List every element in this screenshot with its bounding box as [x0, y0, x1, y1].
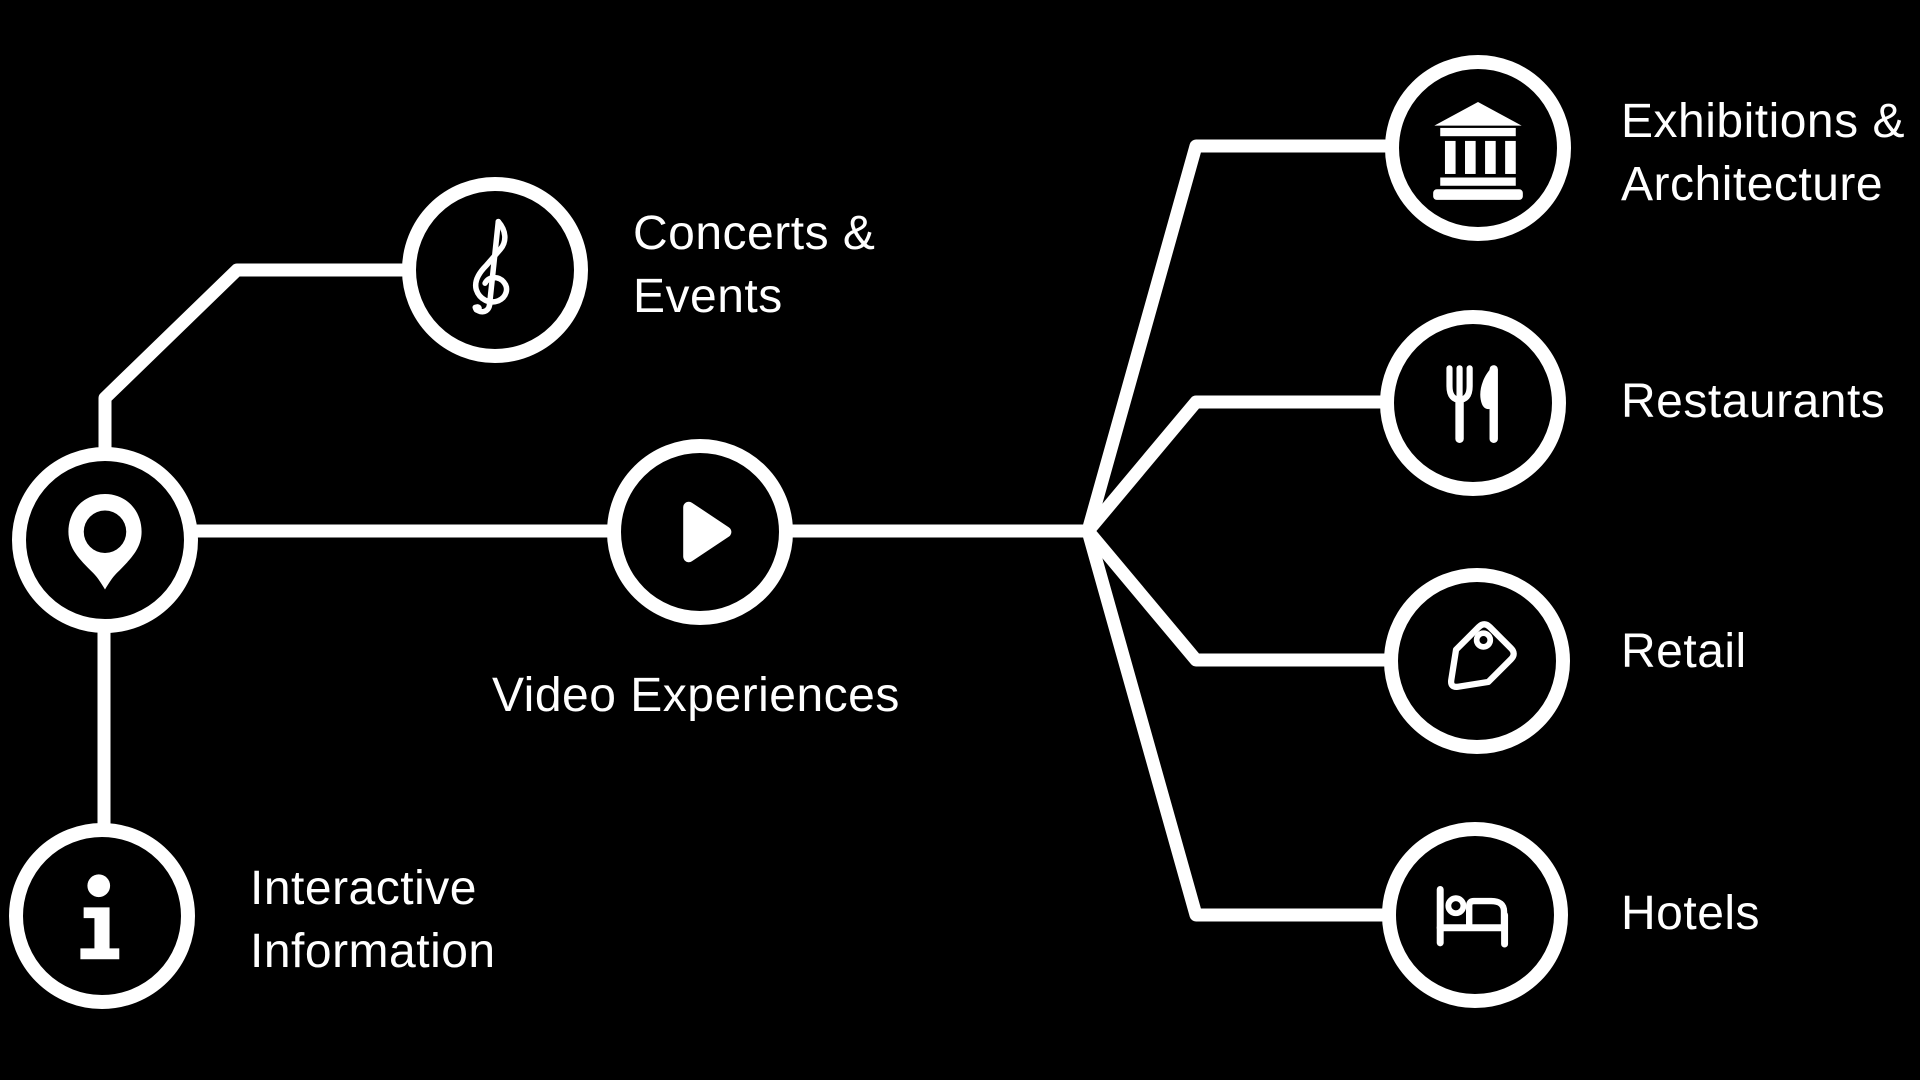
treble-clef-icon	[472, 218, 510, 315]
map-pin-icon	[68, 493, 142, 590]
edge-hub-hotels	[1000, 524, 1475, 922]
museum-icon	[1433, 101, 1523, 200]
label-video-experiences: Video Experiences	[492, 669, 900, 722]
label-exhibitions-architecture: Exhibitions & Architecture	[1621, 95, 1905, 211]
label-hotels: Hotels	[1621, 887, 1761, 940]
play-icon	[683, 501, 732, 563]
node-exhibitions	[1385, 55, 1571, 241]
node-video	[607, 439, 793, 625]
label-restaurants: Restaurants	[1621, 375, 1886, 428]
price-tag-icon	[1447, 621, 1517, 691]
node-retail	[1384, 568, 1570, 754]
fork-knife-icon	[1446, 364, 1498, 444]
label-concerts-events: Concerts & Events	[633, 207, 876, 323]
node-concerts	[402, 177, 588, 363]
node-location	[12, 447, 198, 633]
info-icon	[80, 874, 120, 960]
label-interactive-information: Interactive Information	[250, 862, 496, 978]
bed-icon	[1436, 886, 1509, 948]
node-info	[9, 823, 195, 1009]
node-restaurants	[1380, 310, 1566, 496]
label-retail: Retail	[1621, 625, 1747, 678]
node-hotels	[1382, 822, 1568, 1008]
